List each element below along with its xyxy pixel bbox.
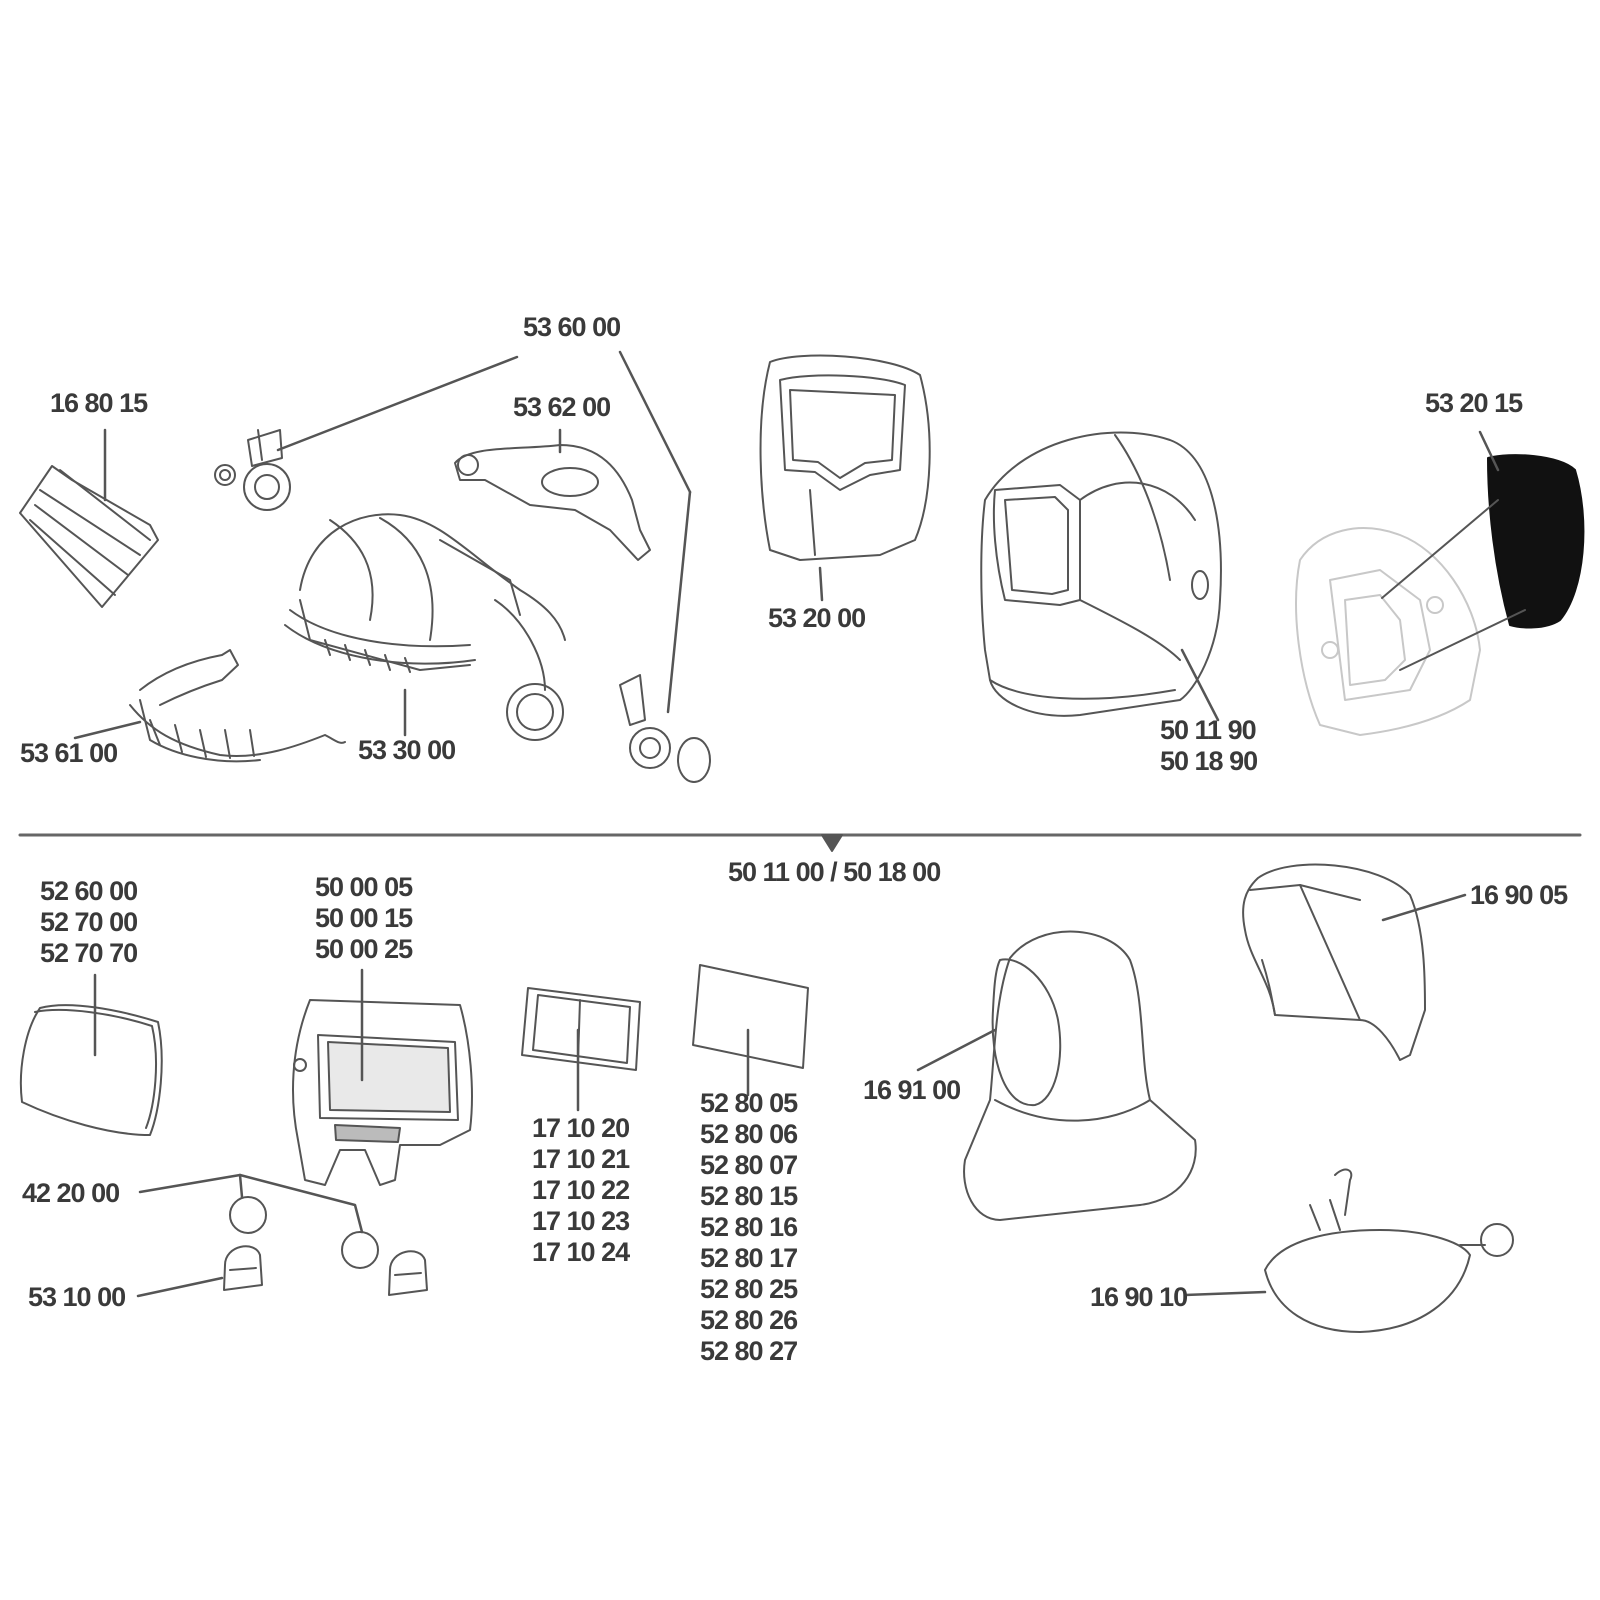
inside-plate-code-5: 17 10 24 [532,1237,630,1267]
magnifier-lens-illustration [692,964,809,1097]
inside-plate-code-2: 17 10 21 [532,1144,630,1174]
filter-cassette-code-1: 50 00 05 [315,872,413,902]
helmet-illustration [980,431,1222,722]
outside-plate-illustration [19,973,163,1136]
inside-plate-codes: 17 10 20 17 10 21 17 10 22 17 10 23 17 1… [532,1113,630,1268]
helmet-code-1: 50 11 90 [1160,715,1257,745]
visor-pad-code: 16 80 15 [50,388,148,418]
sweatband-illustration [73,649,346,763]
outside-plate-code-2: 52 70 00 [40,907,138,937]
inside-plate-code-4: 17 10 23 [532,1206,630,1236]
magnifier-lens-code-9: 52 80 27 [700,1336,798,1366]
magnifier-lens-code-8: 52 80 26 [700,1305,798,1335]
lens-discs-code: 42 20 00 [22,1178,120,1208]
outside-plate-codes: 52 60 00 52 70 00 52 70 70 [40,876,138,969]
section-divider [18,833,1582,852]
visor-pad-illustration [19,428,159,608]
battery-holder-illustration [136,1245,428,1298]
inside-plate-code-1: 17 10 20 [532,1113,630,1143]
headband-code: 53 30 00 [358,735,456,765]
neck-cover-illustration [1183,1168,1514,1333]
top-strap-illustration [454,428,651,561]
inner-cover-illustration [1295,430,1585,736]
head-cover-illustration [1242,863,1467,1061]
top-strap-code: 53 62 00 [513,392,611,422]
outside-plate-code-3: 52 70 70 [40,938,138,968]
hood-code: 16 91 00 [863,1075,961,1105]
filter-cassette-code-2: 50 00 15 [315,903,413,933]
headband-illustration [284,513,566,741]
filter-cassette-code-3: 50 00 25 [315,934,413,964]
helmet-code-2: 50 18 90 [1160,746,1258,776]
lens-discs-illustration [138,1173,379,1269]
hinge-kit-left-illustration [214,350,692,714]
magnifier-lens-code-2: 52 80 06 [700,1119,798,1149]
inner-cover-code: 53 20 15 [1425,388,1523,418]
hinge-kit-code: 53 60 00 [523,312,621,342]
sweatband-code: 53 61 00 [20,738,118,768]
filter-cassette-illustration [292,968,473,1186]
inside-plate-illustration [521,987,641,1112]
outer-frame-illustration [759,354,931,602]
head-cover-code: 16 90 05 [1470,880,1568,910]
outside-plate-code-1: 52 60 00 [40,876,138,906]
magnifier-lens-code-5: 52 80 16 [700,1212,798,1242]
hinge-kit-right-illustration [619,674,711,783]
magnifier-lens-code-6: 52 80 17 [700,1243,798,1273]
filter-cassette-codes: 50 00 05 50 00 15 50 00 25 [315,872,413,965]
magnifier-lens-code-4: 52 80 15 [700,1181,798,1211]
magnifier-lens-code-1: 52 80 05 [700,1088,798,1118]
hood-illustration [916,930,1197,1221]
battery-holder-code: 53 10 00 [28,1282,126,1312]
divider-label: 50 11 00 / 50 18 00 [728,857,941,887]
outer-frame-code: 53 20 00 [768,603,866,633]
magnifier-lens-code-3: 52 80 07 [700,1150,798,1180]
magnifier-lens-codes: 52 80 05 52 80 06 52 80 07 52 80 15 52 8… [700,1088,798,1367]
inside-plate-code-3: 17 10 22 [532,1175,630,1205]
neck-cover-code: 16 90 10 [1090,1282,1188,1312]
helmet-codes: 50 11 90 50 18 90 [1160,715,1258,777]
magnifier-lens-code-7: 52 80 25 [700,1274,798,1304]
